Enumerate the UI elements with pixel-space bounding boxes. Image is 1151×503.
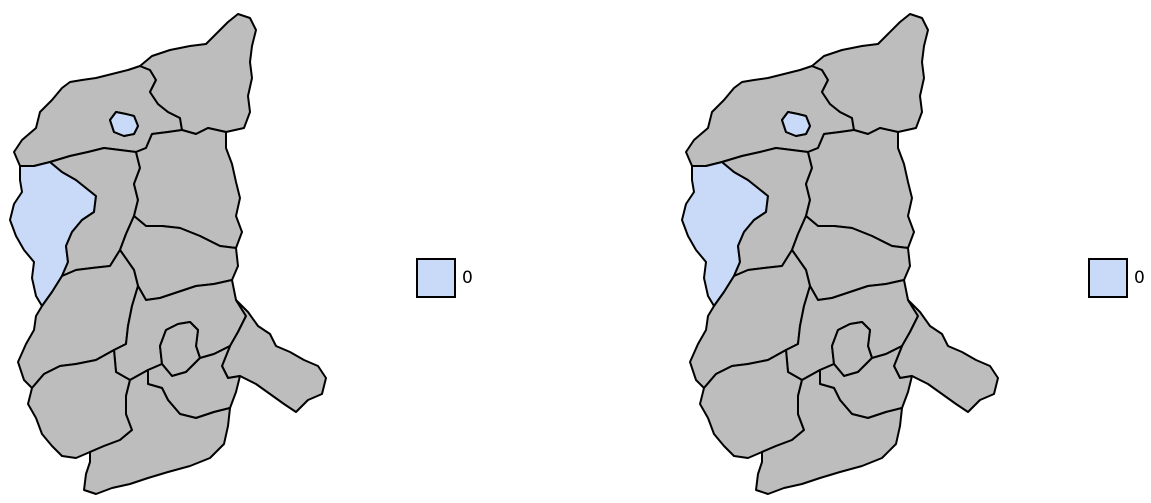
map-legend: 0 <box>416 258 473 298</box>
legend-label: 0 <box>462 267 473 288</box>
region-far-south <box>83 369 231 495</box>
choropleth-map <box>681 13 999 495</box>
legend-label: 0 <box>1134 267 1145 288</box>
choropleth-map <box>9 13 327 495</box>
region-far-south <box>755 369 903 495</box>
legend-swatch <box>1088 258 1128 298</box>
region-city-enclave <box>109 111 139 137</box>
region-northeast <box>139 13 257 135</box>
region-city-enclave <box>781 111 811 137</box>
map-legend: 0 <box>1088 258 1145 298</box>
legend-swatch <box>416 258 456 298</box>
map-panel-left: 0 <box>0 0 575 503</box>
map-panel-right: 0 <box>672 0 1151 503</box>
region-northeast <box>811 13 929 135</box>
